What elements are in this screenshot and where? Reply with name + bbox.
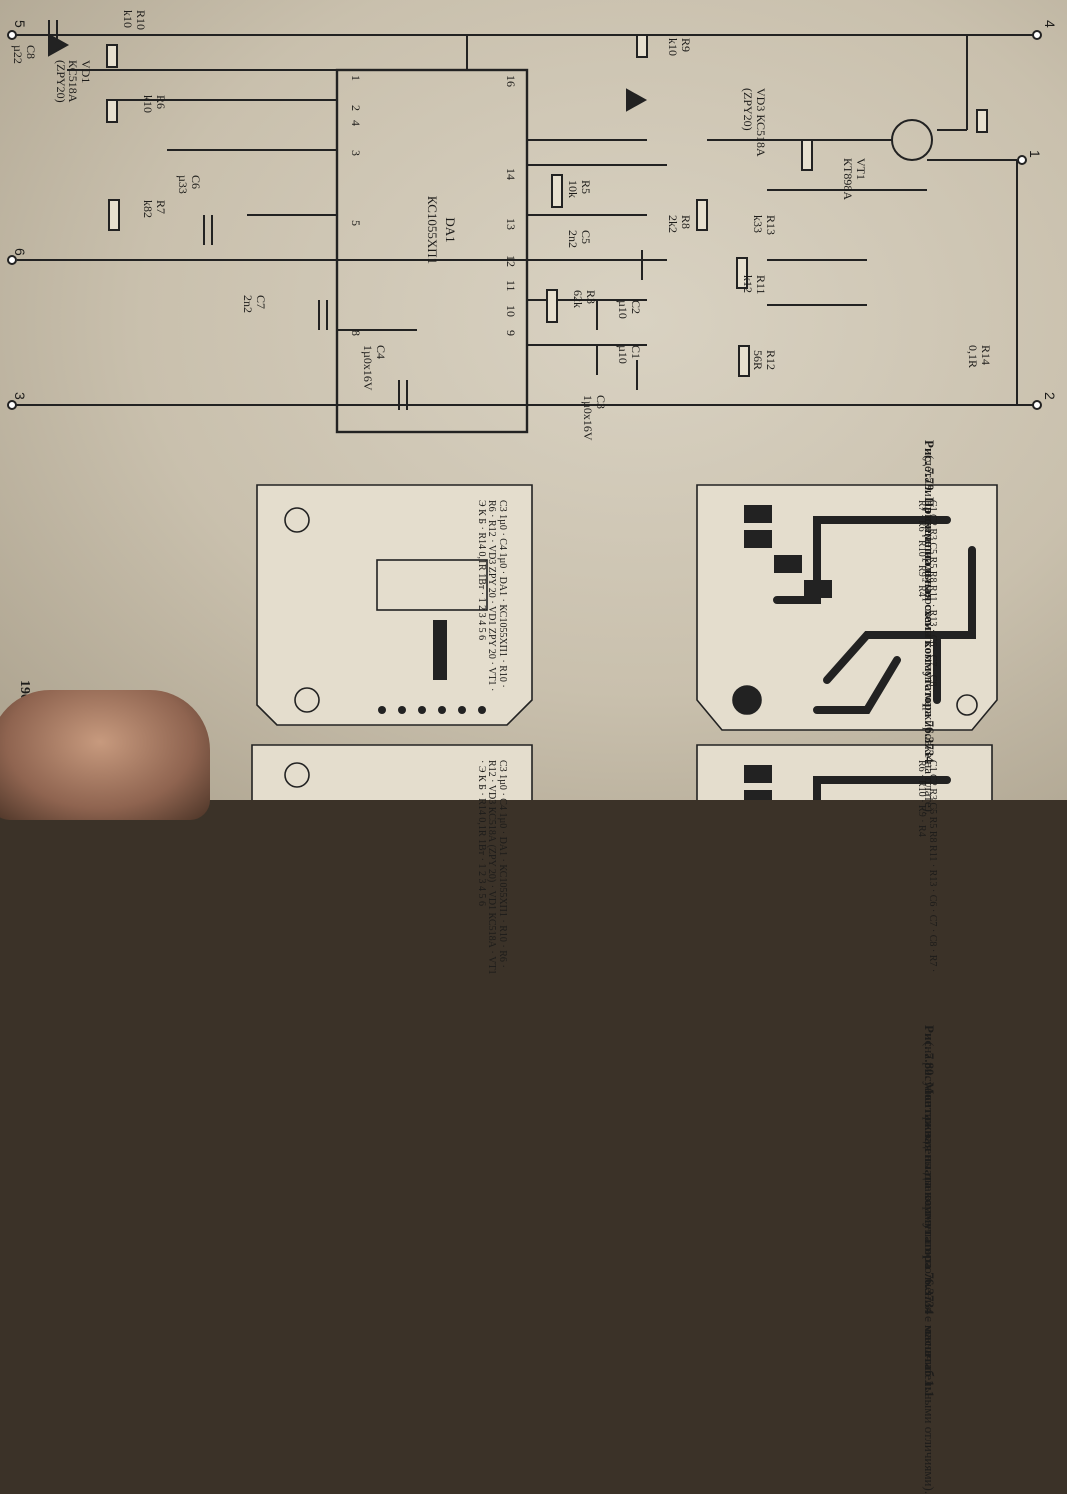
pin-8: 8 [349, 330, 363, 336]
pin-4: 4 [349, 120, 363, 126]
chip-ref: DA1 [443, 217, 458, 243]
terminal-4-label: 4 [1042, 20, 1058, 28]
pin-14: 14 [504, 168, 518, 180]
rotated-page-content: 5 4 3 2 6 1 DA1 КС1055ХП1 1 2 3 4 5 8 9 … [7, 10, 1058, 1494]
pin-16: 16 [504, 75, 518, 87]
schematic-wiring [7, 20, 1042, 434]
terminal-5-label: 5 [12, 20, 28, 28]
pin-2: 2 [349, 105, 363, 111]
terminal-1-label: 1 [1027, 150, 1043, 158]
pin-13: 13 [504, 218, 518, 230]
pin-3: 3 [349, 150, 363, 156]
pin-11: 11 [504, 280, 518, 292]
pcb-lower-right-labels: C1 C2 R3 C5 R5 R8 R11 · R13 · C6 · C7 · … [916, 760, 939, 973]
pcb-upper-left-labels: C3 1µ0 · C4 1µ0 · DA1 · КС1055ХП1 · R10 … [476, 500, 508, 692]
pcb-lower-left-labels: C3 1µ0 · C4 1µ0 · DA1 · КС1055ХП1 · R10 … [476, 760, 508, 975]
pcb-drawings [251, 484, 998, 800]
terminal-6-label: 6 [12, 248, 28, 256]
chip-part: КС1055ХП1 [425, 195, 440, 265]
pin-1: 1 [349, 75, 363, 81]
pin-9: 9 [504, 330, 518, 336]
pcb-upper-right-labels: C1 C2 R3 C5 R5 R8 R11 · R13 · C6 · C7 · … [916, 500, 939, 693]
pin-12: 12 [504, 255, 518, 267]
terminal-3-label: 3 [12, 392, 28, 400]
vd3-label: VD3 КС518А(ZPY20) [741, 88, 768, 157]
thumb-in-photo [0, 690, 210, 820]
fig80-note: (на рисунке приведены два варианта испол… [922, 1042, 937, 1494]
terminal-2-label: 2 [1042, 392, 1058, 400]
pin-5: 5 [349, 220, 363, 226]
pin-10: 10 [504, 305, 518, 317]
